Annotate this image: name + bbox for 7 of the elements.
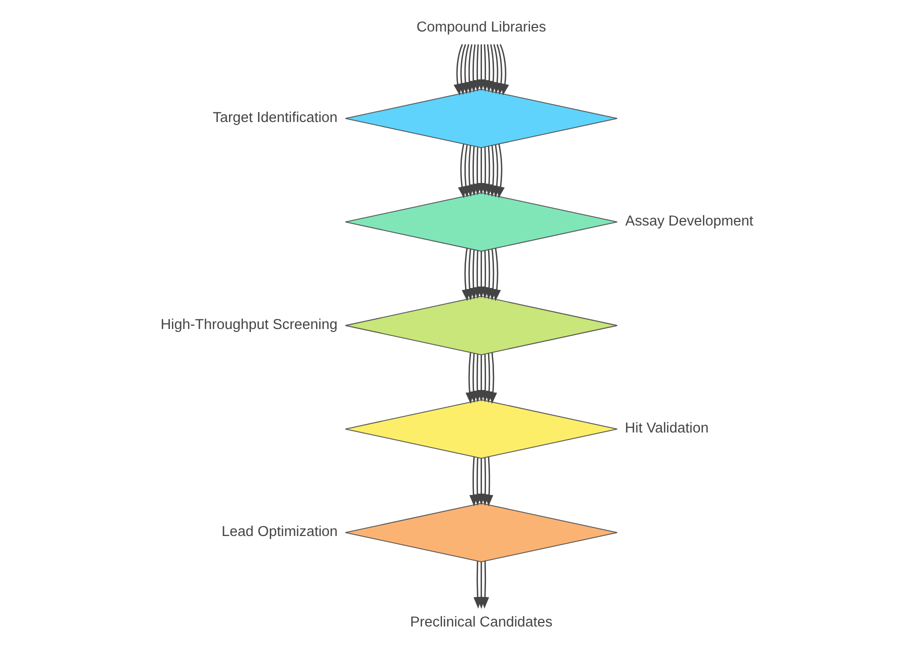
node-text: Compound Libraries	[416, 19, 546, 36]
node-label: Assay Development	[624, 213, 753, 230]
node-label: Lead Optimization	[221, 524, 338, 540]
node-label: Hit Validation	[624, 420, 708, 436]
node-label: High-Throughput Screening	[160, 316, 337, 333]
node-label: Target Identification	[212, 110, 338, 126]
node-text: Preclinical Candidates	[410, 614, 552, 630]
